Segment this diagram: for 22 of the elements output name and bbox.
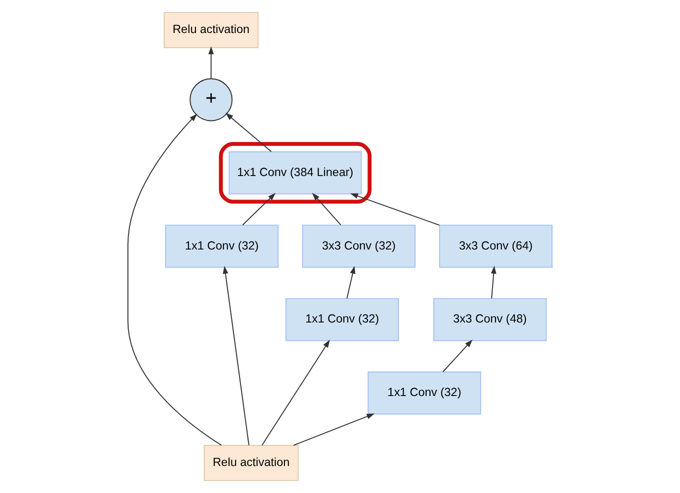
node-box: 1x1 Conv (384 Linear) <box>228 151 362 194</box>
arrow <box>242 192 276 226</box>
node-box: Relu activation <box>204 444 299 482</box>
arrow <box>262 340 330 446</box>
arrow <box>225 112 272 152</box>
node-box: 3x3 Conv (48) <box>433 298 547 342</box>
arrow <box>222 266 250 446</box>
node-box: 3x3 Conv (64) <box>439 224 553 268</box>
arrow <box>127 114 222 446</box>
arrow <box>208 46 214 80</box>
arrow <box>442 340 473 372</box>
node-box: 3x3 Conv (32) <box>302 224 416 268</box>
node-box: 1x1 Conv (32) <box>285 298 399 342</box>
arrow <box>346 266 356 299</box>
node-box: 1x1 Conv (32) <box>368 371 482 415</box>
arrow <box>293 414 375 446</box>
arrow <box>490 266 496 299</box>
node-box: Relu activation <box>164 12 259 48</box>
arrow <box>312 192 342 226</box>
node-box: 1x1 Conv (32) <box>165 224 279 268</box>
arrow <box>350 193 440 226</box>
cluster <box>218 142 372 204</box>
